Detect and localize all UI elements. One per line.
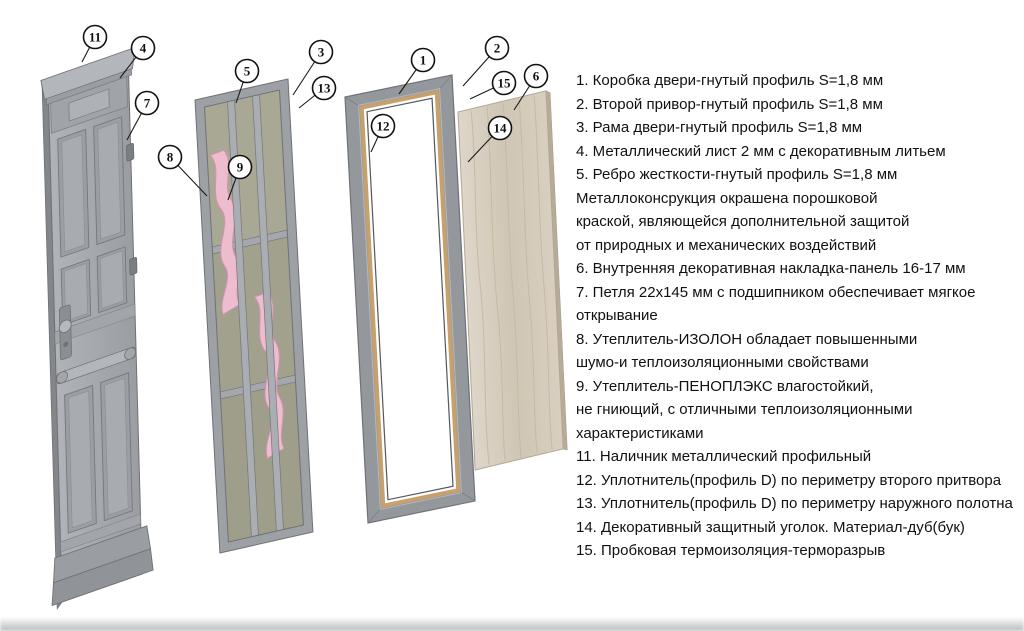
callout-2: 2 — [484, 35, 510, 61]
callout-circle — [308, 39, 334, 65]
callout-1: 1 — [410, 47, 436, 73]
callout-circle — [82, 24, 108, 50]
door-hinge — [129, 257, 138, 276]
ornate-door-leaf — [40, 46, 154, 610]
legend-line: 12. Уплотнитель(профиль D) по периметру … — [576, 471, 1002, 489]
wood-grain — [502, 103, 522, 458]
callout-number: 9 — [237, 160, 244, 175]
legend: 1. Коробка двери-гнутый профиль S=1,8 мм… — [576, 69, 1024, 563]
callout-3: 3 — [308, 39, 334, 65]
panel-face — [457, 90, 564, 471]
door-base-plinth — [51, 548, 154, 607]
callout-circle — [234, 58, 260, 84]
izolon-insulation — [209, 149, 241, 316]
legend-line: краской, являющейся дополнительной защит… — [576, 213, 910, 230]
callout-circle — [484, 35, 510, 61]
wood-grain — [533, 95, 553, 450]
door-panel-inner — [99, 250, 124, 309]
door-rosette — [124, 347, 136, 360]
callout-number: 3 — [318, 45, 325, 60]
door-panel-inner — [104, 377, 129, 516]
legend-line: 14. Декоративный защитный уголок. Матери… — [576, 518, 965, 536]
callout-number: 14 — [494, 121, 508, 136]
wood-grain — [518, 99, 538, 454]
door-cornice — [40, 46, 136, 100]
legend-line: Металлоконсрукция окрашена порошковой — [576, 189, 878, 207]
callout-circle — [487, 115, 513, 141]
legend-line: характеристиками — [576, 424, 704, 442]
callout-13: 13 — [311, 75, 337, 101]
wood-grain — [486, 106, 506, 461]
legend-line: шумо-и теплоизоляционными свойствами — [576, 354, 869, 371]
legend-line: 4. Металлический лист 2 мм с декоративны… — [576, 142, 946, 160]
callout-number: 4 — [140, 41, 147, 56]
callout-number: 2 — [494, 41, 501, 56]
legend-line: 11. Наличник металлический профильный — [576, 448, 872, 465]
legend-line: открывание — [576, 307, 658, 324]
callout-number: 1 — [420, 53, 427, 68]
penoplex-cell — [220, 382, 304, 542]
door-knob — [58, 319, 72, 334]
callout-6: 6 — [523, 63, 549, 89]
callout-circle — [370, 113, 396, 139]
callout-15: 15 — [491, 70, 517, 96]
door-hinge — [126, 143, 135, 162]
callout-number: 7 — [144, 96, 151, 111]
callout-circle — [523, 63, 549, 89]
callout-5: 5 — [234, 58, 260, 84]
door-keyhole — [63, 341, 69, 347]
door-panel-inner — [68, 390, 93, 529]
leaf-frame-ring — [194, 78, 314, 554]
callout-7: 7 — [134, 90, 160, 116]
callout-circle — [130, 35, 156, 61]
door-rosette — [56, 371, 68, 384]
callout-circle — [491, 70, 517, 96]
callout-circle — [157, 144, 183, 170]
callout-circle — [134, 90, 160, 116]
callout-circle — [311, 75, 337, 101]
callout-12: 12 — [370, 113, 396, 139]
callout-circle — [227, 154, 253, 180]
frame-inner-highlight — [358, 88, 462, 510]
decorative-wood-panel — [457, 90, 568, 471]
perimeter-seal — [366, 97, 454, 501]
callout-number: 6 — [533, 69, 540, 84]
callout-number: 13 — [318, 81, 332, 96]
door-bottom-rail — [60, 513, 142, 553]
legend-line: не гниющий, с отличными теплоизоляционны… — [576, 401, 913, 418]
callout-4: 4 — [130, 35, 156, 61]
wood-grain — [470, 110, 490, 465]
legend-line: 8. Утеплитель-ИЗОЛОН обладает повышенным… — [576, 330, 918, 348]
callout-8: 8 — [157, 144, 183, 170]
legend-line: 2. Второй привор-гнутый профиль S=1,8 мм — [576, 95, 883, 113]
legend-line: 9. Утеплитель-ПЕНОПЛЭКС влагостойкий, — [576, 377, 874, 395]
legend-line: от природных и механических воздействий — [576, 236, 877, 254]
legend-line: 1. Коробка двери-гнутый профиль S=1,8 мм — [576, 72, 884, 89]
legend-line: 15. Пробковая термоизоляция-терморазрыв — [576, 542, 886, 559]
callout-circle — [410, 47, 436, 73]
door-plaque — [68, 88, 110, 122]
legend-line: 13. Уплотнитель(профиль D) по периметру … — [576, 495, 1013, 512]
legend-line: 5. Ребро жесткости-гнутый профиль S=1,8 … — [576, 166, 898, 183]
insulated-leaf-frame — [194, 78, 314, 554]
callout-number: 12 — [377, 119, 390, 134]
legend-line: 6. Внутренняя декоративная накладка-пане… — [576, 260, 966, 277]
legend-line: 7. Петля 22х145 мм с подшипником обеспеч… — [576, 283, 976, 301]
callout-9: 9 — [227, 154, 253, 180]
door-panel-inner — [61, 134, 86, 253]
callout-number: 8 — [167, 150, 174, 165]
callout-14: 14 — [487, 115, 513, 141]
door-panel-inner — [97, 121, 122, 240]
callout-number: 5 — [244, 64, 251, 79]
floor-reflection — [0, 617, 1024, 631]
wood-trim-band — [359, 89, 461, 509]
callout-11: 11 — [82, 24, 108, 50]
callout-number: 11 — [89, 30, 101, 45]
door-mid-rail — [54, 303, 136, 345]
door-frame-box — [344, 74, 476, 524]
callout-number: 15 — [498, 76, 512, 91]
legend-line: 3. Рама двери-гнутый профиль S=1,8 мм — [576, 119, 863, 136]
